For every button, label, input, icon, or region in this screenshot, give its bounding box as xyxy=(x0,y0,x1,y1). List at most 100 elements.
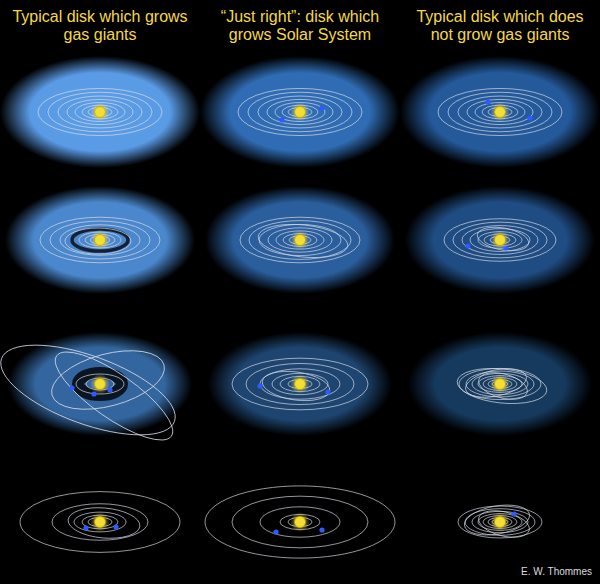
orbit-ellipse xyxy=(482,105,518,119)
orbit-ellipse xyxy=(40,217,160,263)
planet-dot xyxy=(319,105,324,110)
planet-dot xyxy=(465,243,470,248)
orbit-ellipse xyxy=(257,220,350,261)
orbit-ellipse xyxy=(72,229,128,251)
orbit-ellipse xyxy=(75,103,125,122)
orbit-ellipse xyxy=(453,222,547,258)
column-heading: Typical disk which does not grow gas gia… xyxy=(405,8,595,45)
orbit-ellipse xyxy=(82,105,118,119)
sun-glow xyxy=(490,512,510,532)
sun-glow xyxy=(90,102,110,122)
gas-disk xyxy=(200,56,400,168)
orbit-ellipse xyxy=(258,96,342,128)
orbit-ellipse xyxy=(76,374,124,394)
orbit-ellipse xyxy=(444,219,556,262)
orbit-ellipse xyxy=(232,358,368,410)
orbit-ellipse xyxy=(67,505,141,541)
disk-layer xyxy=(0,56,600,436)
gas-disk xyxy=(408,332,592,436)
orbit-ellipse xyxy=(238,88,362,135)
sun-glow xyxy=(90,374,110,394)
orbit-ellipse xyxy=(38,88,162,135)
orbit-ellipse xyxy=(0,327,186,454)
gas-disk xyxy=(405,186,595,294)
orbit-ellipse xyxy=(248,92,352,132)
sun-glow xyxy=(290,374,310,394)
credit-note: E. W. Thommes xyxy=(460,566,592,578)
planet-layer xyxy=(69,99,532,534)
gas-disk xyxy=(208,332,392,436)
planet-dot xyxy=(273,529,278,534)
orbit-ellipse xyxy=(58,96,142,128)
sun-glow xyxy=(490,230,510,250)
orbit-ellipse xyxy=(260,507,340,537)
sun-glow xyxy=(90,512,110,532)
orbit-ellipse xyxy=(280,376,320,391)
column-heading: “Just right”: disk which grows Solar Sys… xyxy=(205,8,395,45)
orbit-ellipse xyxy=(52,504,148,540)
orbit-ellipse xyxy=(20,492,180,553)
sun-layer xyxy=(90,102,510,532)
orbit-ellipse xyxy=(267,99,333,124)
orbit-ellipse xyxy=(276,231,324,249)
sun-glow xyxy=(490,102,510,122)
planet-dot xyxy=(325,389,330,394)
orbit-ellipse xyxy=(44,338,184,454)
gas-disk xyxy=(400,56,600,168)
orbit-ellipse xyxy=(74,512,126,532)
orbit-ellipse xyxy=(462,500,532,539)
gas-disk xyxy=(205,186,395,294)
sun-star xyxy=(95,379,106,390)
planet-dot xyxy=(279,117,284,122)
orbit-ellipse xyxy=(458,96,542,128)
orbit-layer xyxy=(0,88,562,558)
orbit-ellipse xyxy=(67,99,133,124)
orbit-ellipse xyxy=(272,373,328,394)
orbit-ellipse xyxy=(283,234,317,247)
orbit-ellipse xyxy=(79,232,121,248)
sun-star xyxy=(95,517,106,528)
orbit-ellipse xyxy=(455,364,548,407)
orbit-ellipse xyxy=(475,224,530,255)
sun-glow xyxy=(90,230,110,250)
planet-dot xyxy=(485,99,490,104)
sun-star xyxy=(95,235,106,246)
sun-star xyxy=(495,517,506,528)
sun-star xyxy=(295,107,306,118)
planet-dot xyxy=(83,525,88,530)
orbit-ellipse xyxy=(483,378,517,391)
orbit-ellipse xyxy=(476,368,531,404)
orbit-ellipse xyxy=(205,486,395,558)
orbit-ellipse xyxy=(438,88,562,135)
orbit-ellipse xyxy=(240,217,360,263)
column-heading: Typical disk which grows gas giants xyxy=(5,8,195,45)
sun-star xyxy=(295,235,306,246)
gas-disk xyxy=(5,186,195,294)
planet-dot xyxy=(113,524,118,529)
gas-disk xyxy=(0,56,200,168)
orbit-ellipse xyxy=(60,225,140,255)
orbit-ellipse xyxy=(484,234,516,246)
orbit-ellipse xyxy=(280,514,320,529)
sun-star xyxy=(495,235,506,246)
orbit-ellipse xyxy=(50,221,150,259)
planet-dot xyxy=(319,527,324,532)
sun-star xyxy=(95,107,106,118)
planet-dot xyxy=(69,385,74,390)
orbit-ellipse xyxy=(65,228,131,254)
orbit-ellipse xyxy=(268,228,332,252)
orbit-ellipse xyxy=(448,92,552,132)
sun-glow xyxy=(290,230,310,250)
orbit-ellipse xyxy=(85,234,115,245)
orbit-ellipse xyxy=(246,363,354,404)
orbit-ellipse xyxy=(462,226,538,255)
sun-star xyxy=(295,517,306,528)
planet-dot xyxy=(527,115,532,120)
sun-star xyxy=(495,107,506,118)
orbit-ellipse xyxy=(48,92,152,132)
planet-dot xyxy=(511,511,516,516)
orbit-ellipse xyxy=(249,221,351,260)
orbit-ellipse xyxy=(475,103,525,122)
